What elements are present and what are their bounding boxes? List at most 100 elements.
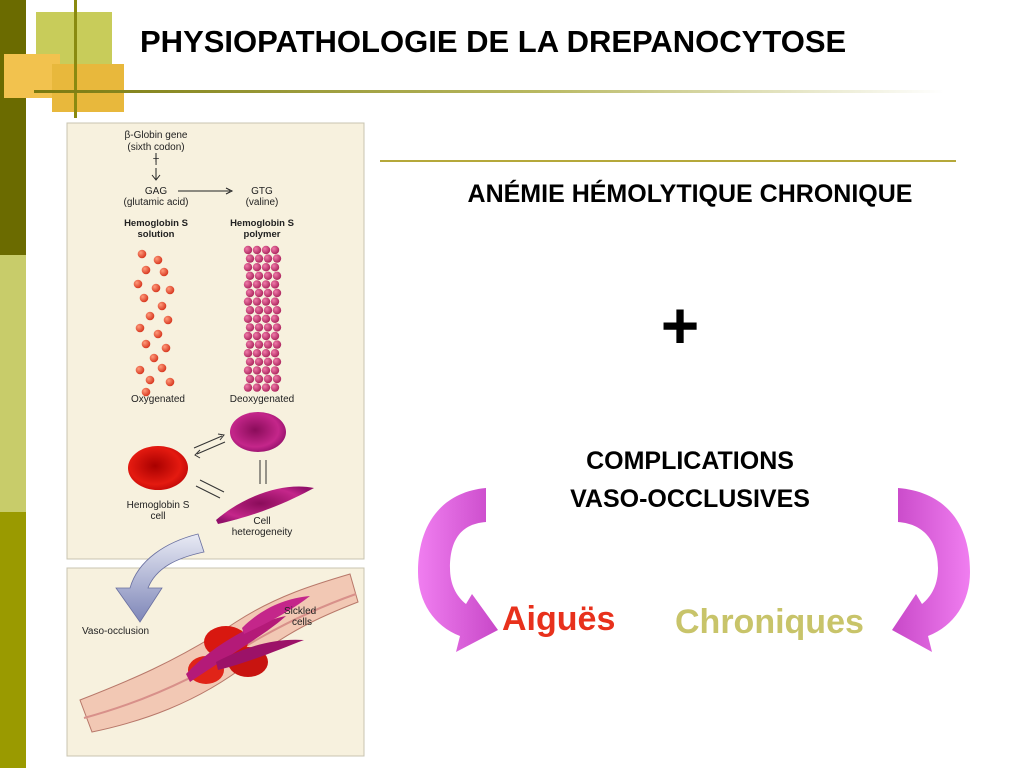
polymer-molecule (243, 349, 253, 358)
hbs-cell-label: Hemoglobin S (127, 500, 190, 511)
complications-line-1: COMPLICATIONS (586, 447, 794, 475)
polymer-molecule (254, 254, 264, 263)
vaso-occlusion-arrow (115, 533, 205, 623)
hbs-molecule (135, 323, 145, 333)
polymer-molecule (270, 245, 280, 255)
polymer-molecule (270, 331, 280, 341)
deoxygenated-label: Deoxygenated (230, 394, 295, 405)
page-title: PHYSIOPATHOLOGIE DE LA DREPANOCYTOSE (140, 24, 847, 59)
gene-label-2: (sixth codon) (127, 142, 184, 153)
left-bar-bottom (0, 512, 26, 768)
codon-left: GAG (145, 186, 167, 197)
hbs-molecule (161, 343, 171, 353)
hbs-molecule (165, 285, 175, 295)
hbs-solution-molecules (133, 249, 175, 397)
polymer-molecule (252, 280, 262, 289)
hbs-molecule (141, 387, 151, 397)
codon-right-aa: (valine) (246, 197, 279, 208)
polymer-molecule (252, 245, 262, 255)
polymer-molecule (243, 331, 253, 341)
polymer-molecule (263, 340, 273, 349)
oxygenated-label: Oxygenated (131, 394, 185, 405)
polymer-molecule (245, 340, 255, 349)
hbs-molecule (145, 375, 155, 385)
polymer-molecule (252, 297, 262, 306)
polymer-molecule (263, 288, 273, 298)
polymer-molecule (272, 323, 282, 332)
hbs-molecule (141, 339, 151, 349)
hbs-molecule (159, 267, 169, 277)
base-label: T (153, 157, 159, 168)
hbs-molecule (145, 311, 155, 321)
polymer-molecule (252, 383, 262, 392)
polymer-molecule (272, 306, 282, 315)
polymer-molecule (254, 357, 264, 366)
polymer-molecule (272, 254, 282, 263)
polymer-molecule (272, 340, 282, 349)
left-curved-arrow-icon (418, 488, 498, 652)
polymer-molecule (243, 297, 253, 306)
hbs-solution-label-2: solution (138, 229, 175, 240)
deco-vertical-line (74, 0, 77, 118)
polymer-molecule (245, 374, 255, 384)
polymer-molecule (254, 288, 264, 298)
polymer-molecule (252, 366, 262, 375)
polymer-molecule (261, 245, 271, 255)
vaso-occlusion-label: Vaso-occlusion (82, 626, 149, 637)
subtitle-anemie: ANÉMIE HÉMOLYTIQUE CHRONIQUE (467, 180, 913, 208)
polymer-molecule (254, 340, 264, 349)
acute-complications-label: Aiguës (502, 600, 616, 638)
polymer-molecule (252, 349, 262, 358)
polymer-molecule (261, 280, 271, 289)
hbs-polymer-label: Hemoglobin S (230, 218, 294, 229)
polymer-molecule (243, 366, 253, 375)
polymer-molecule (263, 357, 273, 366)
left-bar-top (0, 0, 26, 255)
polymer-molecule (270, 314, 280, 323)
polymer-molecule (270, 297, 280, 306)
polymer-molecule (254, 306, 264, 315)
hbs-molecule (153, 255, 163, 265)
polymer-molecule (245, 306, 255, 315)
polymer-molecule (252, 314, 262, 323)
polymer-molecule (245, 357, 255, 366)
polymer-molecule (243, 314, 253, 323)
polymer-molecule (243, 383, 253, 392)
plus-sign: + (660, 288, 700, 362)
hbs-molecule (151, 283, 161, 293)
polymer-molecule (263, 271, 273, 280)
polymer-molecule (272, 288, 282, 298)
polymer-molecule (261, 263, 271, 272)
polymer-molecule (243, 280, 253, 289)
hbs-molecule (149, 353, 159, 363)
divider-line (380, 160, 956, 162)
polymer-molecule (261, 349, 271, 358)
polymer-molecule (270, 349, 280, 358)
polymer-molecule (263, 323, 273, 332)
hbs-molecule (141, 265, 151, 275)
sickled-cells-label-2: cells (292, 617, 312, 628)
polymer-molecule (245, 271, 255, 280)
polymer-molecule (243, 263, 253, 272)
hbs-molecule (137, 249, 147, 259)
hbs-molecule (133, 279, 143, 289)
complications-heading: COMPLICATIONS VASO-OCCLUSIVES (500, 442, 880, 518)
deco-horizontal-line (34, 90, 944, 93)
sickled-cells-label: Sickled (284, 606, 316, 617)
polymer-molecule (270, 383, 280, 392)
polymer-molecule (245, 288, 255, 298)
polymer-molecule (245, 254, 255, 263)
polymer-molecule (270, 263, 280, 272)
chronic-complications-label: Chroniques (675, 603, 864, 641)
hbs-molecule (157, 363, 167, 373)
polymer-molecule (272, 357, 282, 366)
gene-label: β-Globin gene (124, 130, 187, 141)
polymer-molecule (261, 366, 271, 375)
polymer-molecule (254, 323, 264, 332)
hbs-molecule (157, 301, 167, 311)
polymer-molecule (252, 263, 262, 272)
polymer-molecule (263, 254, 273, 263)
polymer-molecule (261, 297, 271, 306)
hbs-molecule (165, 377, 175, 387)
complications-line-2: VASO-OCCLUSIVES (570, 485, 810, 513)
